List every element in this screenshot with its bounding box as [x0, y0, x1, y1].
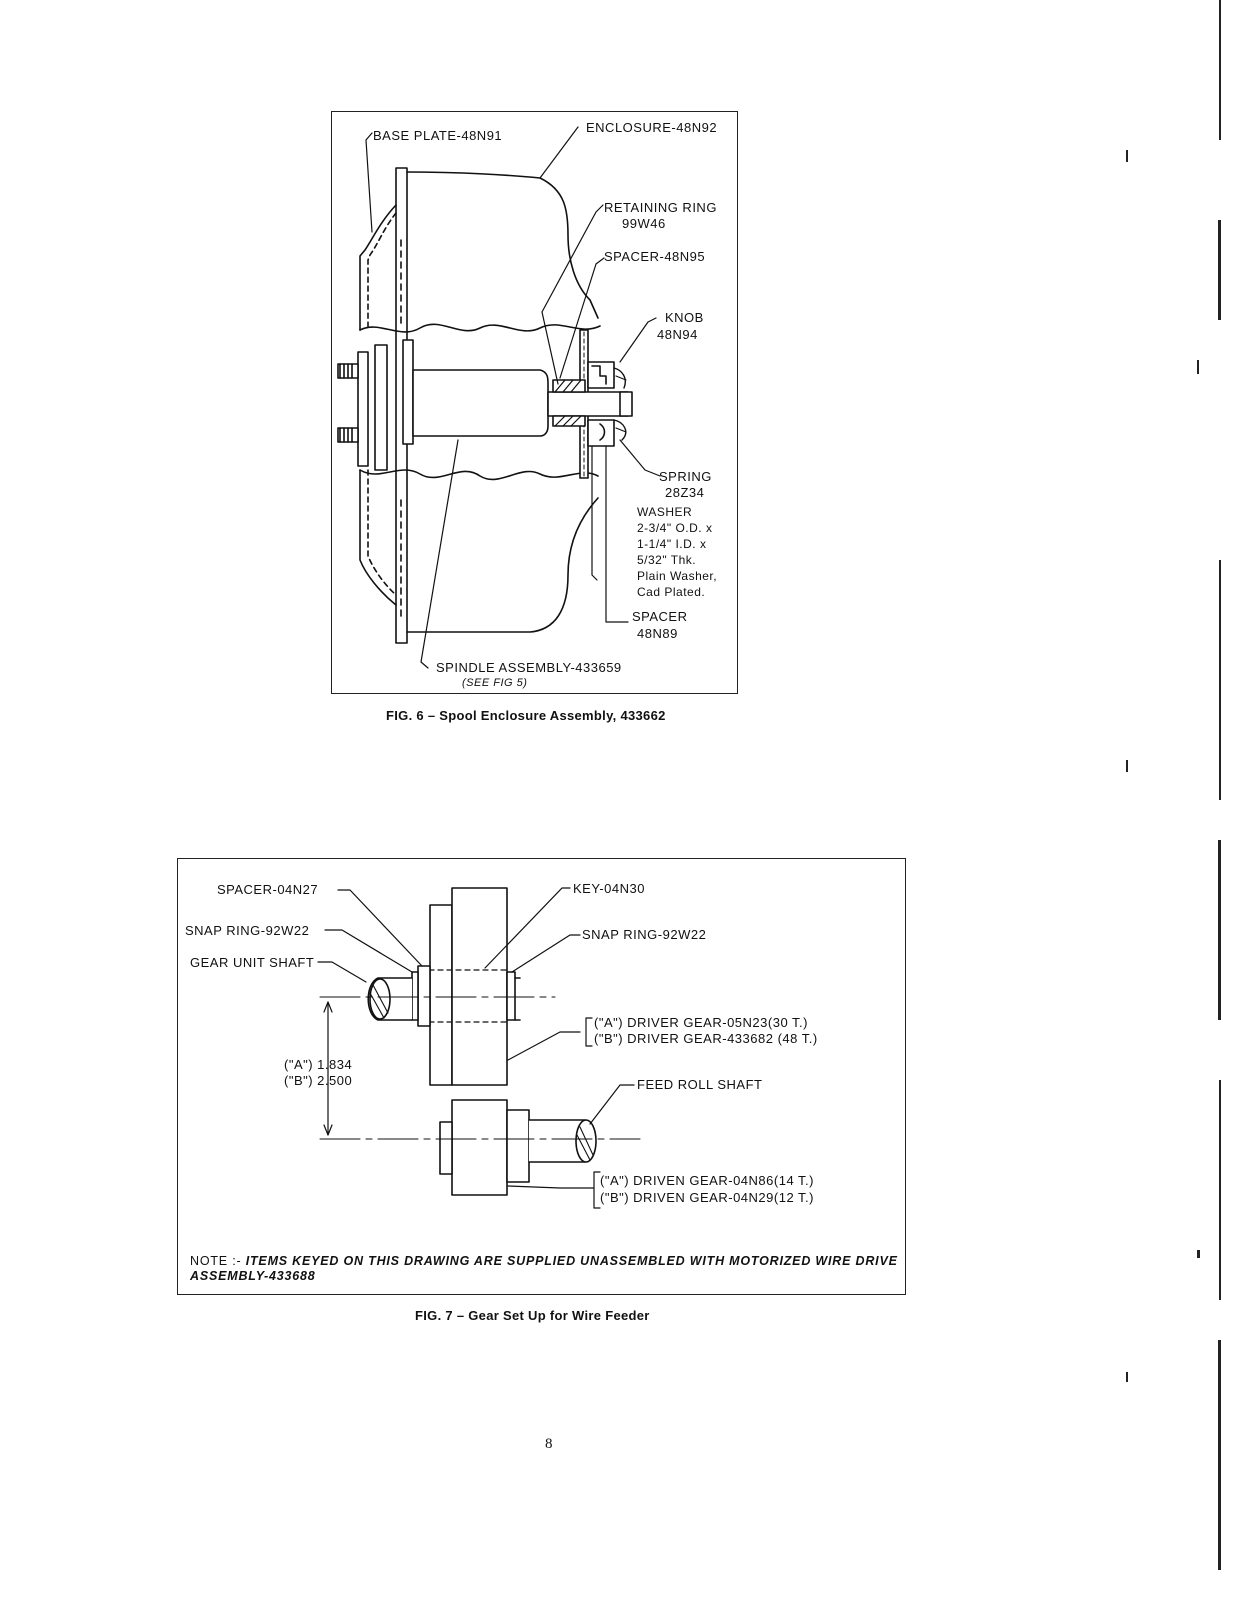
- scan-speck: [1197, 1250, 1200, 1258]
- label-spacer-04n27: SPACER-04N27: [217, 882, 319, 897]
- knob: [587, 361, 615, 389]
- leader-driven-gear: [507, 1185, 595, 1189]
- scan-edge-mark: [1219, 0, 1221, 140]
- leader-spacer-top: [559, 257, 605, 379]
- snap-ring-left: [411, 971, 419, 1021]
- driven-gear-hub: [439, 1121, 453, 1175]
- leader-snap-ring-right: [511, 934, 581, 973]
- scan-speck: [1126, 1372, 1128, 1382]
- spindle-shaft: [547, 391, 629, 417]
- spindle-hub: [412, 369, 549, 437]
- scan-speck: [1197, 360, 1199, 374]
- spacer-04n27: [417, 965, 431, 1027]
- label-spring-2: 28Z34: [665, 485, 705, 500]
- leader-enclosure: [539, 126, 579, 179]
- leader-key: [484, 887, 571, 969]
- snap-ring-right: [506, 971, 516, 1021]
- shaft-end: [619, 391, 633, 417]
- label-washer-6: Cad Plated.: [637, 585, 706, 599]
- leader-gear-unit-shaft: [317, 961, 367, 983]
- label-key: KEY-04N30: [573, 881, 645, 896]
- note-prefix: NOTE :-: [190, 1254, 242, 1268]
- scan-edge-mark: [1218, 1340, 1221, 1570]
- label-feed-roll-shaft: FEED ROLL SHAFT: [637, 1077, 763, 1092]
- break-line-bottom: [359, 469, 599, 481]
- label-driven-gear-a: ("A") DRIVEN GEAR-04N86(14 T.): [600, 1173, 814, 1188]
- label-enclosure: ENCLOSURE-48N92: [586, 120, 718, 135]
- base-plate-bulge-top: [359, 204, 397, 331]
- fig7-caption: FIG. 7 – Gear Set Up for Wire Feeder: [415, 1308, 650, 1323]
- label-base-plate: BASE PLATE-48N91: [373, 128, 503, 143]
- label-snap-ring-right: SNAP RING-92W22: [582, 927, 707, 942]
- fig7-frame: [177, 858, 906, 1295]
- driver-bracket: [585, 1017, 593, 1047]
- driven-bracket: [593, 1171, 601, 1209]
- spring: [613, 367, 627, 441]
- leader-driver-gear: [507, 1031, 581, 1061]
- label-driver-gear-b: ("B") DRIVER GEAR-433682 (48 T.): [594, 1031, 818, 1046]
- leader-spindle: [420, 439, 459, 669]
- label-spring-1: SPRING: [659, 469, 712, 484]
- label-spacer-top: SPACER-48N95: [604, 249, 706, 264]
- label-spacer-bottom-2: 48N89: [637, 626, 678, 641]
- scan-edge-mark: [1219, 560, 1221, 800]
- label-see-fig: (SEE FIG 5): [462, 677, 528, 689]
- base-plate-bulge-top-inner: [367, 212, 397, 331]
- label-washer-1: WASHER: [637, 505, 693, 519]
- rear-flange-2: [374, 344, 388, 471]
- label-snap-ring-left: SNAP RING-92W22: [185, 923, 310, 938]
- page-number: 8: [545, 1436, 553, 1452]
- leader-retaining-ring: [541, 204, 604, 385]
- label-washer-4: 5/32" Thk.: [637, 553, 697, 567]
- rear-flange-1: [357, 351, 369, 467]
- fig6-caption: FIG. 6 – Spool Enclosure Assembly, 43366…: [386, 708, 666, 723]
- leader-knob: [619, 317, 657, 363]
- label-dimension-a: ("A") 1.834: [284, 1057, 353, 1072]
- label-driven-gear-b: ("B") DRIVEN GEAR-04N29(12 T.): [600, 1190, 814, 1205]
- leader-spacer: [337, 889, 423, 967]
- label-knob-2: 48N94: [657, 327, 698, 342]
- label-retaining-ring-1: RETAINING RING: [604, 200, 717, 215]
- spacer-48n95: [552, 379, 586, 393]
- scan-edge-mark: [1219, 1080, 1221, 1300]
- scan-speck: [1126, 760, 1128, 772]
- driver-gear: [451, 887, 508, 1086]
- label-gear-unit-shaft: GEAR UNIT SHAFT: [190, 955, 315, 970]
- label-driver-gear-a: ("A") DRIVER GEAR-05N23(30 T.): [594, 1015, 808, 1030]
- label-washer-5: Plain Washer,: [637, 569, 718, 583]
- label-retaining-ring-2: 99W46: [622, 216, 666, 231]
- enclosure-bottom: [406, 497, 599, 633]
- leader-spring: [619, 439, 661, 477]
- leader-washer: [591, 445, 598, 581]
- break-line-top: [359, 323, 601, 333]
- leader-spacer-bottom: [605, 445, 629, 623]
- label-knob-1: KNOB: [665, 310, 704, 325]
- driven-gear: [451, 1099, 508, 1196]
- base-plate-bulge-bottom: [359, 469, 397, 606]
- label-spindle: SPINDLE ASSEMBLY-433659: [436, 660, 622, 675]
- leader-feed-roll-shaft: [589, 1084, 635, 1125]
- fig7-note: NOTE :- ITEMS KEYED ON THIS DRAWING ARE …: [190, 1254, 902, 1284]
- driver-gear-hub: [429, 904, 453, 1086]
- leader-base-plate: [365, 132, 373, 233]
- enclosure-top: [406, 171, 599, 319]
- scan-edge-mark: [1218, 840, 1221, 1020]
- label-washer-3: 1-1/4" I.D. x: [637, 537, 707, 551]
- label-spacer-bottom-1: SPACER: [632, 609, 688, 624]
- scan-edge-mark: [1218, 220, 1221, 320]
- leader-snap-ring-left: [324, 929, 413, 973]
- note-text: ITEMS KEYED ON THIS DRAWING ARE SUPPLIED…: [190, 1254, 898, 1283]
- label-dimension-b: ("B") 2.500: [284, 1073, 353, 1088]
- scan-speck: [1126, 150, 1128, 162]
- label-washer-2: 2-3/4" O.D. x: [637, 521, 713, 535]
- base-plate-bulge-bottom-inner: [367, 469, 397, 596]
